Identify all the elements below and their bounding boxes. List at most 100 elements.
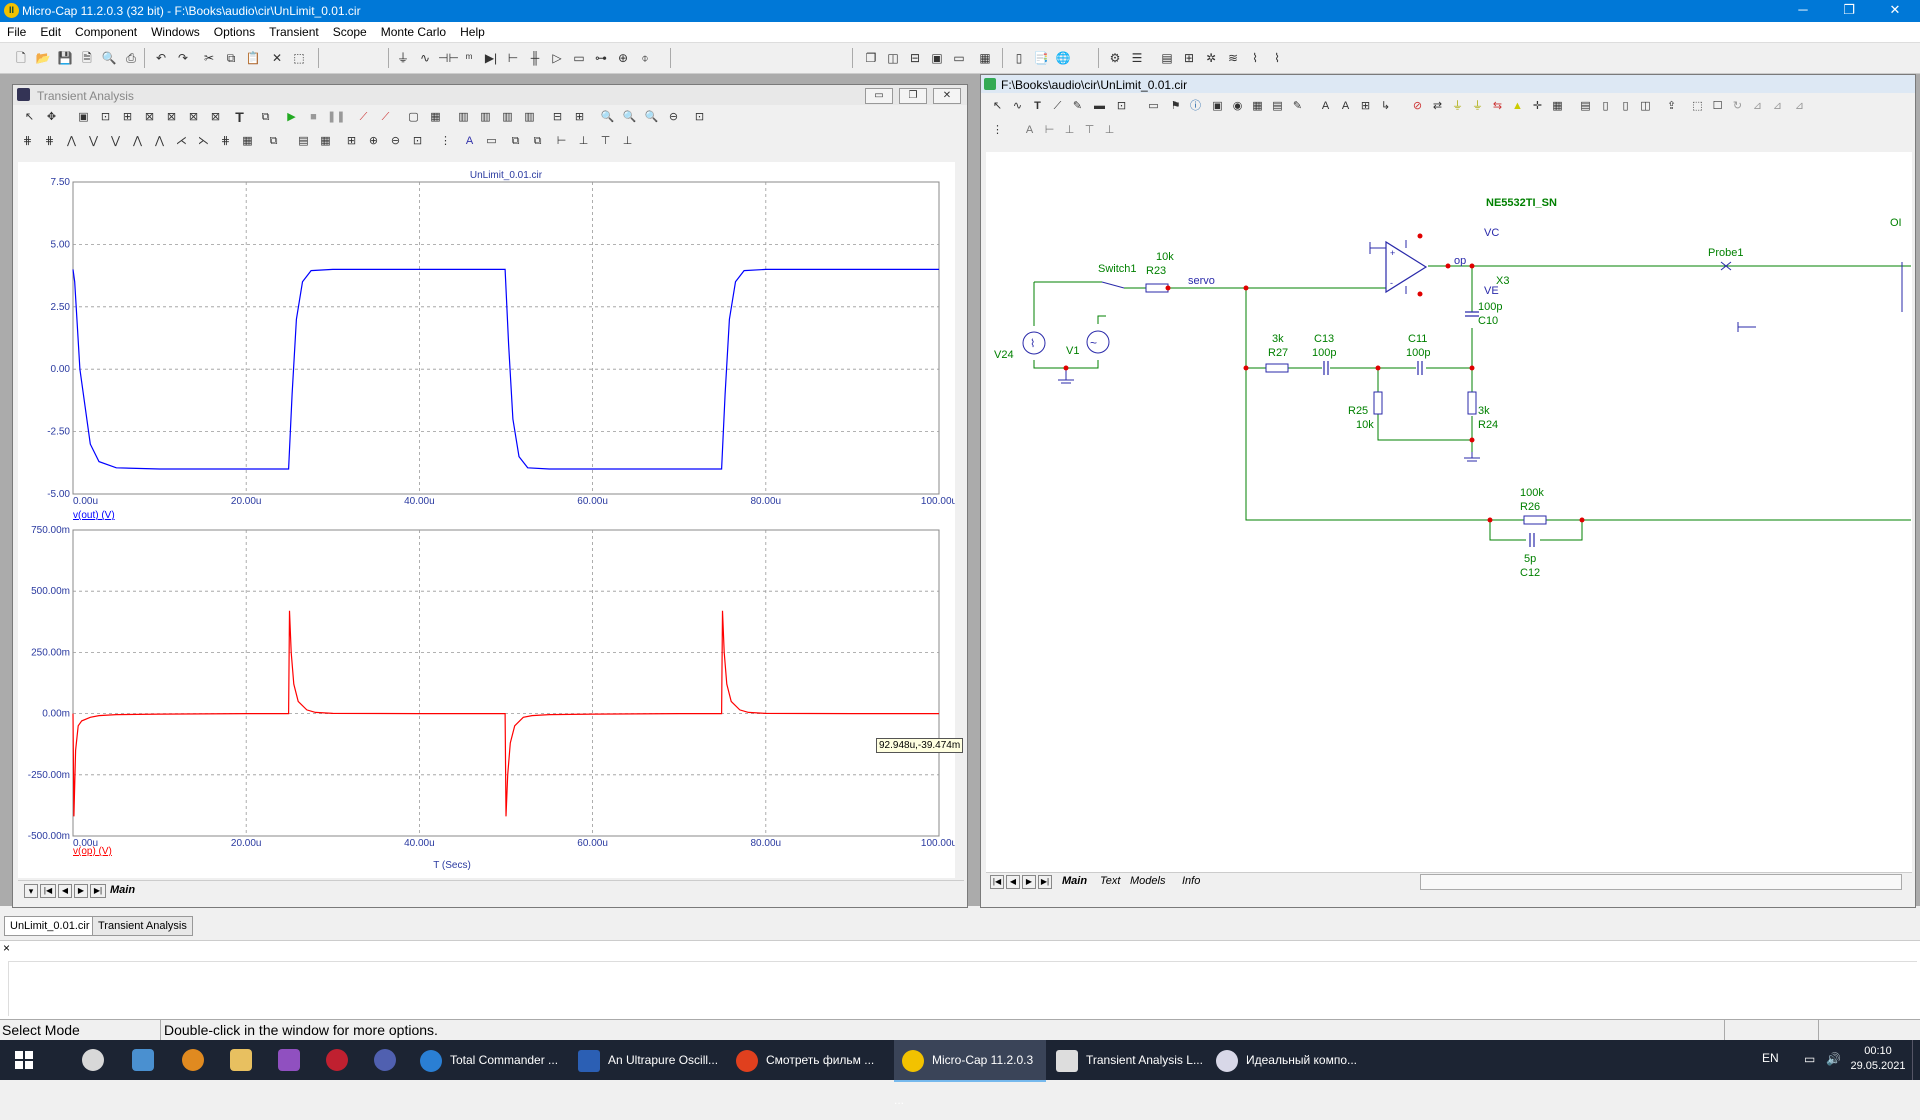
high-icon[interactable]: ▥ — [502, 111, 513, 123]
schem-tab-main[interactable]: Main — [1062, 875, 1088, 887]
plot-settings-icon[interactable]: ⌇ — [1274, 51, 1280, 65]
schem-nav-prev[interactable]: ◀ — [1006, 875, 1020, 889]
attr-text-icon[interactable]: A — [1321, 100, 1330, 112]
limits-2-icon[interactable]: ⟋ — [381, 111, 390, 123]
zoom-out-icon[interactable]: ⊖ — [390, 135, 401, 147]
show-desktop-button[interactable] — [1912, 1040, 1920, 1080]
snap-icon[interactable]: ⋮ — [992, 124, 1003, 136]
properties-plot-icon[interactable]: ⊡ — [694, 111, 705, 123]
pinned-ide-icon[interactable] — [278, 1049, 300, 1071]
probe-icon[interactable]: ⊘ — [1412, 100, 1423, 112]
help-icon[interactable]: ▣ — [1212, 100, 1223, 112]
select-arrow-icon[interactable]: ↖ — [992, 100, 1003, 112]
tile-vertical-icon[interactable]: ◫ — [887, 51, 899, 65]
delete-icon[interactable]: ✕ — [271, 51, 283, 65]
volume-icon[interactable]: 🔊 — [1826, 1052, 1841, 1066]
tab-nav-last[interactable]: ▶| — [90, 884, 106, 898]
run-icon[interactable]: ▶ — [287, 111, 296, 123]
resistor-r24[interactable] — [1467, 391, 1477, 415]
find-icon[interactable]: 🔍 — [600, 111, 615, 123]
schem-nav-last[interactable]: ▶| — [1038, 875, 1052, 889]
capacitor-c13[interactable] — [1323, 361, 1329, 375]
resistor-r23[interactable] — [1145, 283, 1169, 293]
cross-icon[interactable]: ✛ — [1532, 100, 1543, 112]
graph-4-icon[interactable]: ⊠ — [210, 111, 221, 123]
grid-text-icon[interactable]: ▦ — [1252, 100, 1263, 112]
label-icon[interactable]: ▭ — [486, 135, 497, 147]
schem-h-scrollbar[interactable] — [1420, 874, 1902, 890]
paste-icon[interactable]: 📋 — [245, 51, 261, 65]
capacitor-c11[interactable] — [1417, 361, 1423, 375]
copy-data-icon[interactable]: ⧉ — [269, 135, 278, 147]
tab-nav-menu[interactable]: ▾ — [24, 884, 38, 898]
text-tool-icon[interactable]: T — [1034, 100, 1041, 112]
separate-icon[interactable]: ⊟ — [552, 111, 563, 123]
overlay-icon[interactable]: ⊞ — [574, 111, 585, 123]
menu-monte-carlo[interactable]: Monte Carlo — [380, 25, 447, 39]
opamp-x3[interactable]: + - — [1369, 240, 1428, 294]
capacitor-component-icon[interactable]: ⊣⊢ — [438, 51, 459, 65]
node-numbers-icon[interactable]: ⊞ — [1360, 100, 1371, 112]
source-v24[interactable]: ⌇ — [1022, 331, 1046, 355]
align-top-icon[interactable]: ⊤ — [1084, 124, 1095, 136]
align-top-icon[interactable]: ⊤ — [600, 135, 611, 147]
pinned-app-icon[interactable] — [182, 1049, 204, 1071]
find-2-icon[interactable]: 🔍 — [622, 111, 637, 123]
swap-icon[interactable]: ⇄ — [1432, 100, 1443, 112]
menu-edit[interactable]: Edit — [40, 25, 62, 39]
switch1[interactable] — [1101, 281, 1125, 289]
cursor-mode-7-icon[interactable]: ⋀ — [154, 135, 165, 147]
warning-icon[interactable]: ▲ — [1512, 100, 1523, 112]
zoom-fit-icon[interactable]: ⊡ — [412, 135, 423, 147]
find-3-icon[interactable]: 🔍 — [644, 111, 659, 123]
flag-icon[interactable]: ⚑ — [1170, 100, 1181, 112]
numeric-output-icon[interactable]: ▤ — [298, 135, 309, 147]
graphics-icon[interactable]: ⊡ — [1116, 100, 1127, 112]
axis-icon[interactable]: ⊞ — [346, 135, 357, 147]
source-component-icon[interactable]: ⊶ — [595, 51, 607, 65]
tab-nav-first[interactable]: |◀ — [40, 884, 56, 898]
schem-tab-models[interactable]: Models — [1130, 875, 1166, 887]
file-explorer-icon[interactable] — [230, 1049, 252, 1071]
tab-main[interactable]: Main — [110, 884, 136, 896]
menu-transient[interactable]: Transient — [269, 25, 319, 39]
new-file-icon[interactable]: 🗋 — [16, 51, 26, 65]
model-icon[interactable]: ⊞ — [1183, 51, 1195, 65]
v-op-trace[interactable] — [72, 610, 939, 817]
flip-icon[interactable]: ⇆ — [1492, 100, 1503, 112]
low-icon[interactable]: ▥ — [524, 111, 535, 123]
inductor-component-icon[interactable]: ᵐ — [465, 51, 473, 65]
page-2-icon[interactable]: ▯ — [1602, 100, 1609, 112]
output-text-area[interactable] — [8, 961, 1917, 1016]
node-component-icon[interactable]: ⌽ — [641, 51, 649, 65]
child-restore-button[interactable]: ❐ — [899, 88, 927, 104]
gnd-icon[interactable]: ⏚ — [1472, 100, 1483, 112]
limits-icon[interactable]: ⟋ — [359, 111, 368, 123]
calculator-icon[interactable]: ▦ — [979, 51, 991, 65]
capacitor-c12[interactable] — [1529, 533, 1535, 547]
edit-icon[interactable]: ✎ — [1292, 100, 1303, 112]
bjt-component-icon[interactable]: ⊢ — [507, 51, 519, 65]
diode-component-icon[interactable]: ▶| — [484, 51, 498, 65]
resistor-r25[interactable] — [1373, 391, 1383, 415]
v-out-trace[interactable] — [72, 268, 939, 470]
checkbox-icon[interactable]: ☐ — [1712, 100, 1723, 112]
bounds-icon[interactable]: ⬚ — [1692, 100, 1703, 112]
graph-2-icon[interactable]: ⊠ — [166, 111, 177, 123]
tokens-icon[interactable]: ▦ — [430, 111, 441, 123]
cursor-mode-9-icon[interactable]: ⋋ — [198, 135, 209, 147]
web-icon[interactable]: 🌐 — [1055, 51, 1071, 65]
print-icon[interactable]: ⎙ — [126, 51, 136, 65]
rotate-icon[interactable]: ↻ — [1732, 100, 1743, 112]
pinned-rd-icon[interactable] — [326, 1049, 348, 1071]
probe1-icon[interactable] — [1720, 261, 1732, 271]
cursor-mode-8-icon[interactable]: ⋌ — [176, 135, 187, 147]
child-close-button[interactable]: ✕ — [933, 88, 961, 104]
component-panel-icon[interactable]: ▯ — [1015, 51, 1023, 65]
top-trace-label[interactable]: v(out) (V) — [73, 510, 115, 521]
windows-logo-icon[interactable] — [14, 1050, 34, 1070]
component-icon[interactable]: ▬ — [1094, 100, 1105, 112]
copy-plot-icon[interactable]: ⧉ — [261, 111, 270, 123]
scale-icon[interactable]: ▣ — [78, 111, 89, 123]
